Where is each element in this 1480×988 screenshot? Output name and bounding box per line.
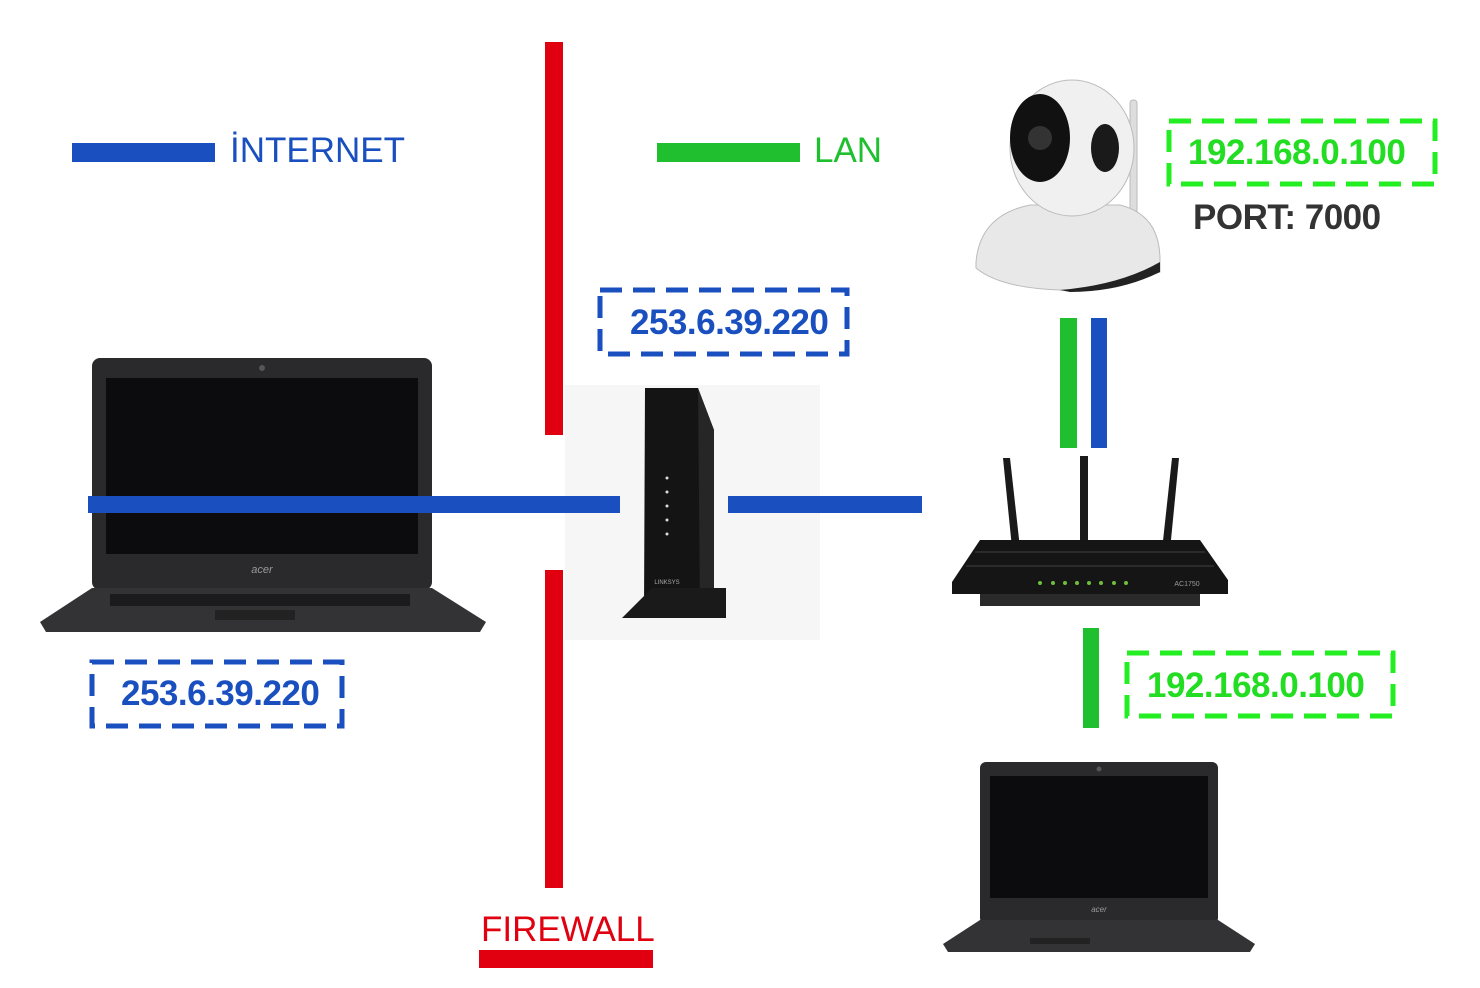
- laptop-brand-logo: acer: [251, 564, 274, 576]
- internet-legend-label: İNTERNET: [230, 131, 405, 170]
- camera-ip-box: [1166, 118, 1438, 187]
- remote-laptop-ip: 253.6.39.220: [121, 674, 320, 713]
- remote-laptop-icon: acer: [40, 358, 486, 632]
- lan-legend-label: LAN: [814, 131, 883, 170]
- internet-legend-bar: [72, 143, 215, 162]
- laptop-brand-logo-2: acer: [1091, 905, 1107, 914]
- camera-ip: 192.168.0.100: [1188, 133, 1406, 172]
- firewall-legend-label: FIREWALL: [481, 910, 655, 949]
- lan-link-router-camera: [1060, 318, 1077, 448]
- modem-brand-logo: LINKSYS: [654, 580, 679, 586]
- router-model-label: AC1750: [1174, 581, 1199, 588]
- firewall-line-top: [545, 42, 563, 435]
- local-laptop-icon: acer: [943, 762, 1255, 952]
- lan-link-router-laptop: [1083, 628, 1099, 728]
- modem-public-ip: 253.6.39.220: [630, 303, 829, 342]
- firewall-line-bottom: [545, 570, 563, 888]
- internet-link-modem-router: [728, 496, 922, 513]
- ip-camera-icon: [975, 79, 1161, 292]
- modem-ip-box: [597, 287, 850, 357]
- firewall-legend-bar: [479, 950, 653, 968]
- local-ip-box: [1124, 650, 1396, 719]
- internet-link-router-camera: [1091, 318, 1107, 448]
- lan-legend-bar: [657, 143, 800, 162]
- remote-ip-box: [89, 659, 345, 729]
- camera-port: PORT: 7000: [1193, 198, 1381, 237]
- router-icon: AC1750: [952, 456, 1228, 606]
- internet-link-laptop-modem: [88, 496, 620, 513]
- local-laptop-ip: 192.168.0.100: [1147, 666, 1365, 705]
